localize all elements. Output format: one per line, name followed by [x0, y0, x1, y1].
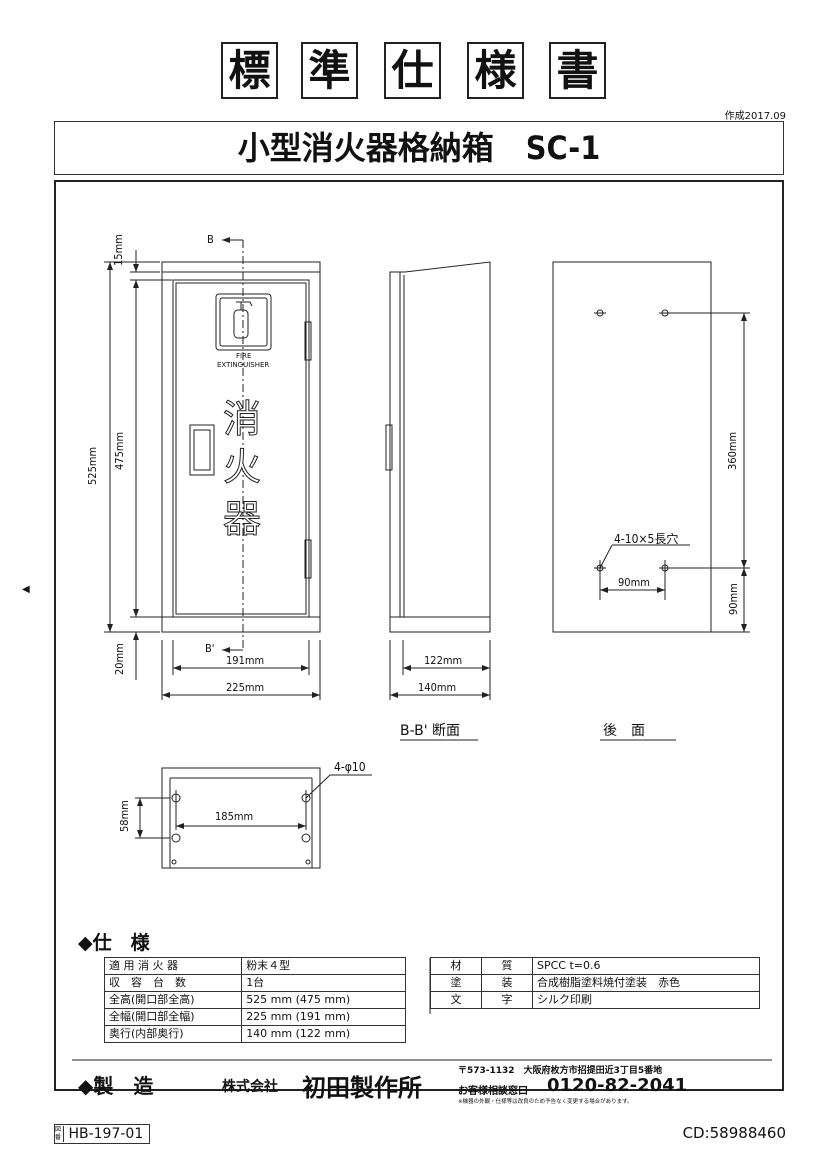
dim-15: 15mm: [112, 234, 125, 266]
title-char: 様: [467, 42, 524, 99]
door-char: 火: [222, 445, 262, 490]
doc-number-box: 図番 HB-197-01: [54, 1124, 151, 1144]
hole-label: 4-φ10: [334, 760, 366, 774]
section-mark-top: B: [207, 233, 214, 246]
sign-extinguisher: EXTINGUISHER: [217, 361, 270, 369]
diamond-icon: ◆: [78, 932, 93, 954]
door-char: 消: [222, 397, 262, 442]
section-caption: B-B' 断面: [400, 723, 461, 739]
spec-heading-text: 仕 様: [92, 932, 150, 954]
table-row: 奥行(内部奥行)140 mm (122 mm): [103, 1025, 406, 1043]
spec-key-b: 装: [481, 974, 533, 992]
dim-475: 475mm: [113, 431, 126, 470]
spec-value: 1台: [241, 974, 406, 992]
spec-key-a: 材: [430, 957, 482, 975]
spec-key: 適 用 消 火 器: [103, 957, 243, 975]
dim-90-horizontal: 90mm: [618, 576, 650, 589]
dim-525: 525mm: [86, 446, 99, 485]
company-name: 初田製作所: [302, 1073, 422, 1102]
dim-58: 58mm: [118, 800, 131, 832]
table-row: 全高(開口部全高)525 mm (475 mm): [103, 991, 406, 1009]
sign-fire: FIRE: [236, 352, 252, 360]
drawing-frame: [54, 180, 784, 1091]
table-row: 全幅(開口部全幅)225 mm (191 mm): [103, 1008, 406, 1026]
spec-value: 合成樹脂塗料焼付塗装 赤色: [532, 974, 760, 992]
front-body: [161, 261, 321, 633]
cd-number: CD:58988460: [682, 1124, 786, 1142]
doc-number-mark: 図番: [55, 1126, 64, 1142]
dim-185: 185mm: [215, 810, 254, 823]
spec-key: 全幅(開口部全幅): [103, 1008, 243, 1026]
spec-value: 525 mm (475 mm): [241, 991, 406, 1009]
title-char: 書: [549, 42, 606, 99]
spec-value: SPCC t=0.6: [532, 957, 760, 975]
spec-value: 225 mm (191 mm): [241, 1008, 406, 1026]
rear-body: [552, 261, 712, 633]
left-marker: ◀: [22, 584, 30, 595]
spec-key-a: 文: [430, 991, 482, 1009]
section-mark-bottom: B': [205, 642, 215, 655]
spec-value: 粉末４型: [241, 957, 406, 975]
spec-key-b: 質: [481, 957, 533, 975]
product-title-box: 小型消火器格納箱 SC-1: [54, 121, 784, 175]
door-char: 器: [222, 497, 262, 542]
disclaimer: ※機器の外観・仕様等は改良のため予告なく変更する場合があります。: [458, 1099, 633, 1105]
product-title: 小型消火器格納箱 SC-1: [237, 129, 601, 167]
title-char: 標: [221, 42, 278, 99]
title-char: 仕: [384, 42, 441, 99]
table-row: 塗装合成樹脂塗料焼付塗装 赤色: [430, 974, 760, 992]
spec-key-a: 塗: [430, 974, 482, 992]
section-body: [389, 261, 491, 633]
dim-20: 20mm: [113, 643, 126, 675]
door-handle: [189, 424, 215, 476]
title-char: 準: [301, 42, 358, 99]
address: 〒573-1132 大阪府枚方市招提田近3丁目5番地: [458, 1066, 663, 1076]
dim-360: 360mm: [726, 431, 739, 470]
slot-label: 4-10×5長穴: [614, 532, 679, 546]
spec-key: 全高(開口部全高): [103, 991, 243, 1009]
dim-225: 225mm: [226, 681, 265, 694]
bottom-plate: [161, 767, 321, 869]
spec-key: 収 容 台 数: [103, 974, 243, 992]
spec-key: 奥行(内部奥行): [103, 1025, 243, 1043]
dim-191: 191mm: [226, 654, 265, 667]
table-row: 適 用 消 火 器粉末４型: [103, 957, 406, 975]
spec-value: シルク印刷: [532, 991, 760, 1009]
spec-heading: ◆仕 様: [78, 928, 150, 955]
maker-label: ◆製 造: [78, 1070, 153, 1099]
table-row: 文字シルク印刷: [430, 991, 760, 1009]
phone: 0120-82-2041: [547, 1075, 688, 1096]
rear-caption: 後 面: [603, 723, 645, 739]
maker-label-text: 製 造: [93, 1074, 154, 1098]
contact-label: お客様相談窓口: [458, 1086, 528, 1097]
company-prefix: 株式会社: [222, 1079, 278, 1095]
spec-value: 140 mm (122 mm): [241, 1025, 406, 1043]
doc-number: HB-197-01: [68, 1126, 144, 1142]
diamond-icon: ◆: [78, 1074, 94, 1098]
spec-key-b: 字: [481, 991, 533, 1009]
dim-90-vertical: 90mm: [727, 583, 740, 615]
dim-122: 122mm: [424, 654, 463, 667]
created-date: 作成2017.09: [724, 111, 786, 122]
dim-140: 140mm: [418, 681, 457, 694]
